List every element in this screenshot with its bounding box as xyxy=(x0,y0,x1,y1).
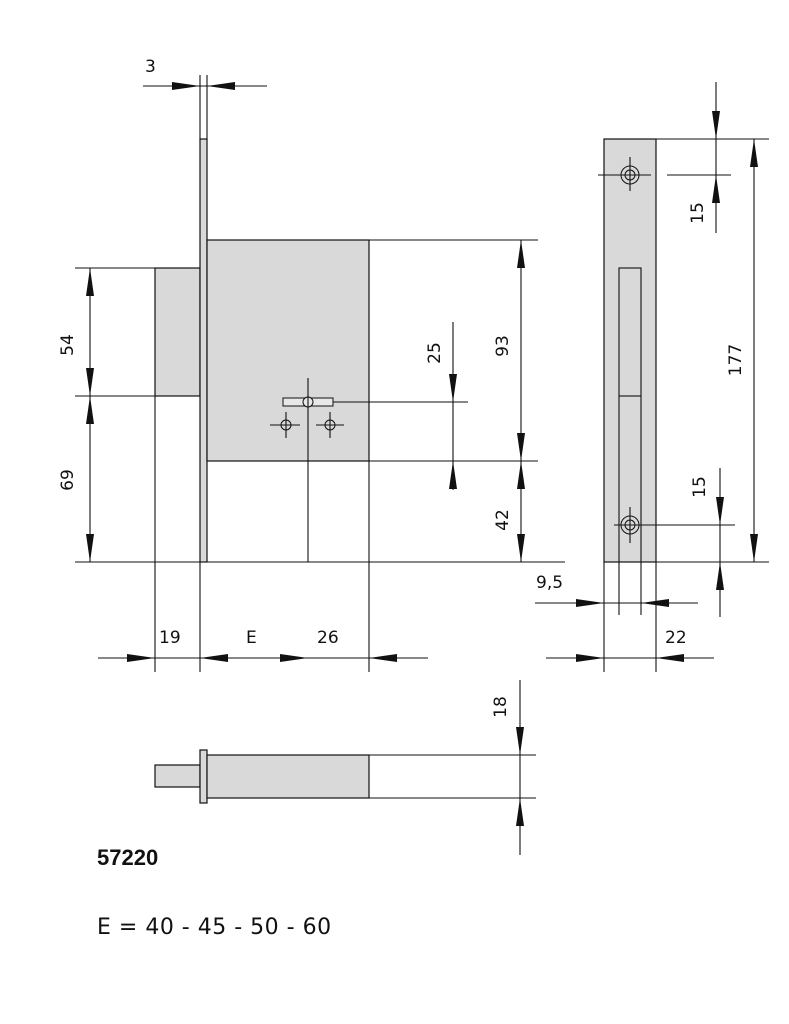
dim-strike-hole-bottom: 15 xyxy=(690,476,710,498)
dim-case-height: 93 xyxy=(493,335,513,357)
dim-faceplate-thickness: 3 xyxy=(145,57,156,77)
bolt-tip xyxy=(154,764,201,788)
dim-strike-length: 177 xyxy=(726,344,746,376)
dim-upper-height: 54 xyxy=(58,334,78,356)
strike-hole-top-icon xyxy=(598,157,651,191)
strike-hole-bottom-icon xyxy=(614,507,735,543)
latch-bolt xyxy=(154,267,201,397)
dim-key-offset: 25 xyxy=(425,342,445,364)
lock-case xyxy=(206,239,370,462)
product-code: 57220 xyxy=(97,845,159,870)
dim-lower-height: 69 xyxy=(58,469,78,491)
keyhole-icon xyxy=(282,378,468,562)
screw-hole-left-icon xyxy=(270,412,300,438)
bolt-flange xyxy=(199,749,208,804)
dim-strike-width: 22 xyxy=(665,628,687,648)
faceplate xyxy=(199,138,208,563)
screw-hole-right-icon xyxy=(316,412,344,438)
dim-lower-offset: 42 xyxy=(493,509,513,531)
backset-options: E = 40 - 45 - 50 - 60 xyxy=(97,915,332,940)
dim-bolt-thickness: 18 xyxy=(491,696,511,718)
dim-backset: E xyxy=(246,628,257,648)
bolt-body xyxy=(206,754,370,799)
dim-strike-slot-width: 9,5 xyxy=(536,573,563,593)
dim-bolt-projection: 19 xyxy=(159,628,181,648)
dim-strike-hole-top: 15 xyxy=(688,202,708,224)
dim-case-extension: 26 xyxy=(317,628,339,648)
